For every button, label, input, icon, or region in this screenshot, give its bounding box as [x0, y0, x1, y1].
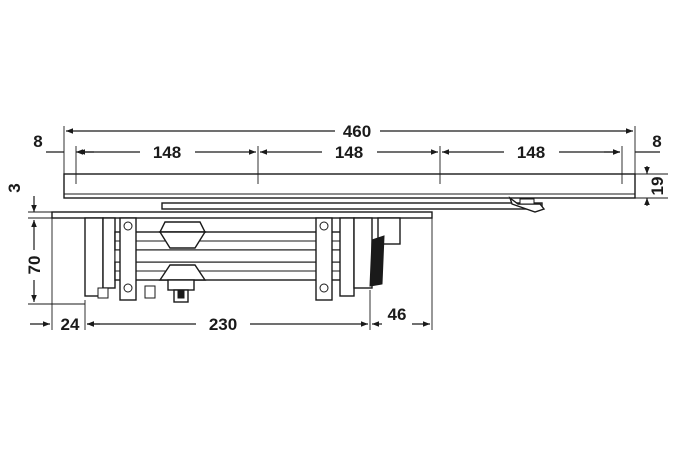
dim-end-offset-right: 8 — [604, 132, 662, 155]
dim-label-148-1: 148 — [153, 143, 181, 162]
dim-label-460: 460 — [343, 122, 371, 141]
dim-bottom: 24 230 46 — [30, 218, 433, 334]
dim-label-8-left: 8 — [33, 132, 42, 151]
dim-label-24: 24 — [61, 315, 80, 334]
dim-label-230: 230 — [209, 315, 237, 334]
slider-arm — [161, 196, 546, 213]
dim-label-148-3: 148 — [517, 143, 545, 162]
dim-label-148-2: 148 — [335, 143, 363, 162]
mounting-plate — [51, 211, 433, 219]
dim-label-70: 70 — [25, 256, 44, 275]
dim-segments: 148 148 148 — [78, 143, 623, 174]
dim-label-19: 19 — [648, 177, 667, 196]
dim-gap: 3 — [5, 183, 52, 219]
dim-label-8-right: 8 — [652, 132, 661, 151]
dim-body-height: 70 — [25, 220, 85, 305]
slide-rail — [63, 173, 636, 199]
dim-overall-length: 460 — [63, 122, 636, 174]
closer-body — [84, 217, 373, 303]
dim-label-46: 46 — [388, 305, 407, 324]
dim-rail-height: 19 — [635, 166, 668, 206]
adjustment-gear — [369, 217, 401, 287]
dim-label-3: 3 — [5, 183, 24, 192]
